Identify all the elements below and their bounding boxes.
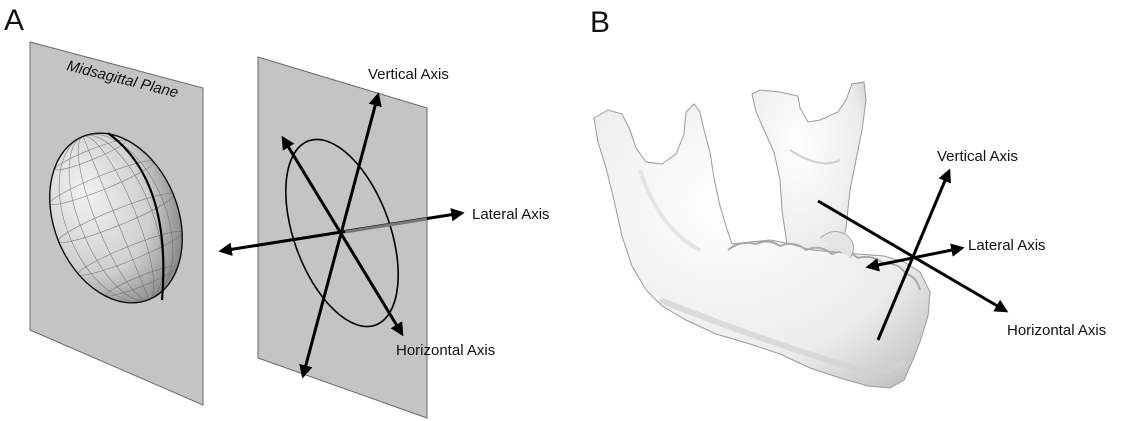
panel-a: A Midsagittal Plane bbox=[4, 4, 550, 418]
panel-a-vertical-axis-label: Vertical Axis bbox=[368, 66, 449, 83]
panel-a-letter: A bbox=[4, 4, 24, 37]
panel-b-vertical-axis-label: Vertical Axis bbox=[937, 148, 1018, 165]
panel-a-lateral-axis-label: Lateral Axis bbox=[472, 206, 550, 223]
panel-a-horizontal-axis-label: Horizontal Axis bbox=[396, 342, 495, 359]
panel-b-horizontal-axis-label: Horizontal Axis bbox=[1007, 322, 1106, 339]
panel-b-letter: B bbox=[590, 6, 610, 39]
panel-b: B Vertical Axis Lateral Axis Horizontal … bbox=[590, 6, 1106, 388]
panel-b-lateral-axis-label: Lateral Axis bbox=[968, 237, 1046, 254]
mandible-illustration bbox=[594, 82, 930, 388]
